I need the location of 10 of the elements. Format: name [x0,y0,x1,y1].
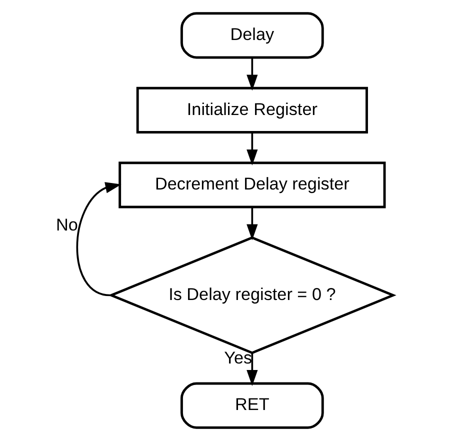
node-box: Decrement Delay register [118,162,386,208]
edge-label: No [56,214,78,235]
node-box: RET [180,382,324,429]
arrow [246,132,258,166]
arrow [246,208,258,240]
node-box: Initialize Register [136,86,368,134]
arrow [76,182,122,296]
node-box: Delay [180,12,324,59]
arrow [246,352,258,386]
arrow [246,58,258,91]
